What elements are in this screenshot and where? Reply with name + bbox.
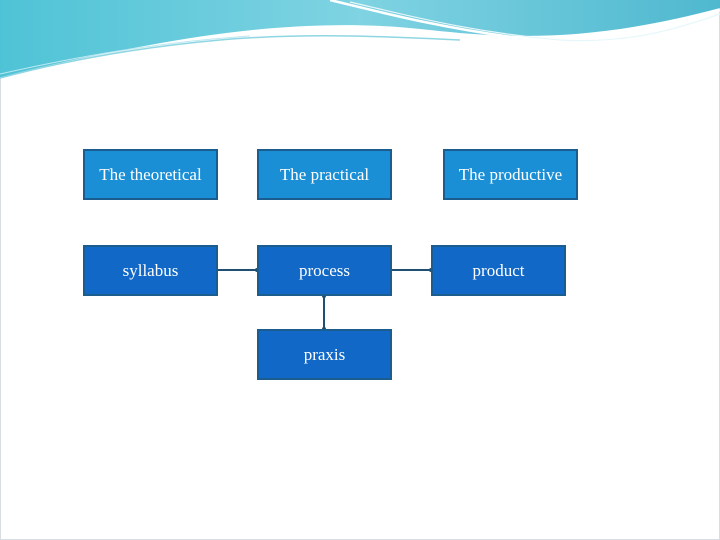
- node-syllabus: syllabus: [83, 245, 218, 296]
- node-process: process: [257, 245, 392, 296]
- header-wave-decoration: [0, 0, 720, 79]
- node-the-productive: The productive: [443, 149, 578, 200]
- node-label: syllabus: [122, 260, 179, 280]
- node-the-theoretical: The theoretical: [83, 149, 218, 200]
- node-label: process: [299, 260, 350, 280]
- node-label: The practical: [279, 164, 370, 184]
- node-the-practical: The practical: [257, 149, 392, 200]
- node-label: The productive: [458, 164, 563, 184]
- node-product: product: [431, 245, 566, 296]
- node-label: praxis: [303, 344, 346, 364]
- node-praxis: praxis: [257, 329, 392, 380]
- node-label: product: [472, 260, 525, 280]
- node-label: The theoretical: [99, 164, 202, 184]
